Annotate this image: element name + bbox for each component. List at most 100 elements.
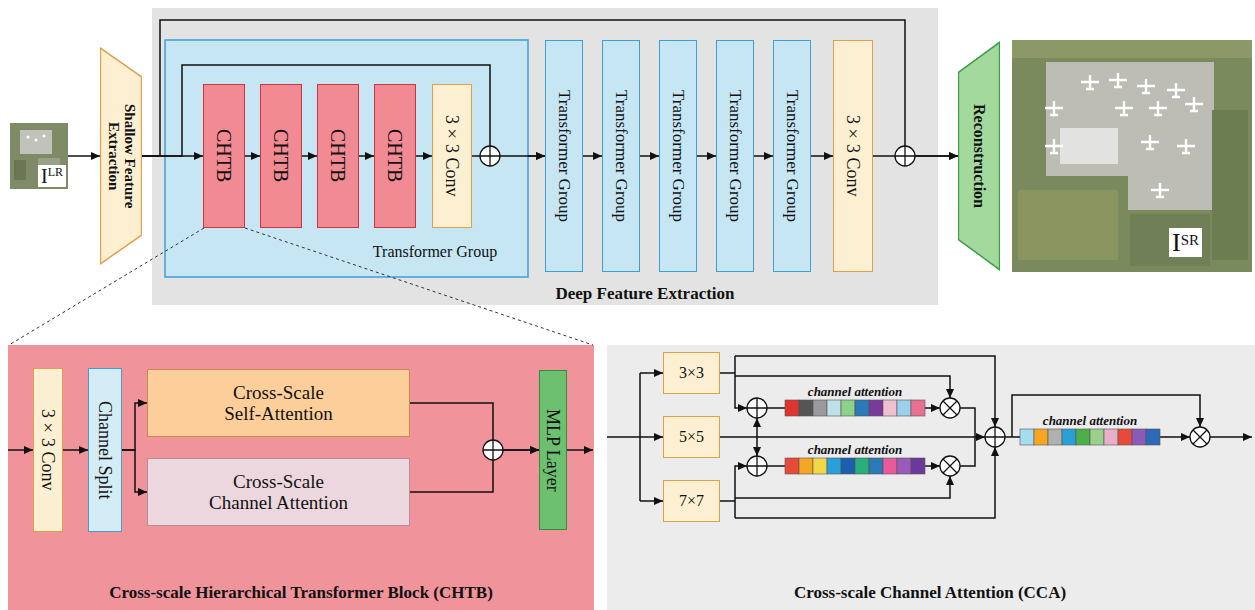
attention-bar-part [883, 400, 897, 416]
wires-part [735, 356, 747, 408]
node-label: CHTB [213, 129, 235, 182]
super-resolution-image-part [1081, 75, 1099, 90]
sum-symbol-part [985, 427, 1005, 447]
chtb-block: CHTB [260, 84, 302, 228]
kernel-block: 5×5 [663, 416, 720, 458]
connector-arrow [63, 449, 88, 451]
attention-bar-part [897, 400, 911, 416]
connector-arrow [583, 155, 602, 157]
super-resolution-image-part [1151, 183, 1169, 198]
low-resolution-image [10, 123, 68, 189]
product-symbol-part [943, 401, 957, 415]
sum-symbol-part [747, 398, 767, 418]
connector-arrow [697, 155, 716, 157]
product-symbol-part [940, 398, 960, 418]
attention-bar-part [799, 458, 813, 474]
super-resolution-image-part [1012, 40, 1252, 58]
wires-part [720, 436, 985, 438]
low-resolution-image-part [10, 123, 68, 189]
channel-attention-block: Cross-Scale Channel Attention [147, 458, 410, 526]
cca-panel-ground [607, 345, 1255, 610]
conv-block: 3×3 Conv [833, 40, 873, 272]
connector-arrow [416, 155, 432, 157]
wires-part [8, 449, 33, 451]
wires-part [925, 465, 940, 467]
connector-arrow [410, 450, 539, 492]
attention-bar-part [827, 400, 841, 416]
chtb-panel-ground [8, 345, 594, 610]
super-resolution-image-part [1046, 62, 1214, 210]
wires-part [767, 407, 785, 409]
conv-block: 3×3 Conv [33, 368, 63, 532]
superscript-label: LR [48, 165, 63, 179]
reconstruction-block: Reconstruction [958, 40, 1000, 272]
attention-bar-part [1146, 429, 1160, 445]
connector-arrow [122, 403, 147, 450]
attention-bar-part [1104, 429, 1118, 445]
chtb-block: CHTB [203, 84, 245, 228]
attention-bar-part [827, 458, 841, 474]
channel-attention-label: channel attention [808, 384, 902, 399]
chtb-block: CHTB [374, 84, 416, 228]
super-resolution-image-part [1012, 40, 1252, 272]
wires-part [720, 372, 735, 374]
connector-arrow [68, 155, 100, 157]
image-label-patch: ILR [38, 165, 66, 187]
node-label: Reconstruction [970, 104, 988, 208]
kernel-block: 7×7 [663, 480, 720, 522]
wires-part [567, 449, 593, 451]
transformer-group-block: Transformer Group [716, 40, 754, 272]
attention-bar-part [911, 458, 925, 474]
deep-feature-panel: Deep Feature ExtractionTransformer Group… [152, 8, 938, 305]
wires-part [1160, 436, 1190, 438]
panel-grounds [8, 8, 1255, 610]
attention-bar-part [1034, 429, 1048, 445]
zoom-lines [9, 228, 593, 345]
wires-part [735, 376, 950, 398]
node-label: Transformer Group [725, 90, 744, 222]
node-label: CHTB [270, 129, 292, 182]
label-anchor: channel attention [1043, 411, 1137, 429]
attention-bar-part [1048, 429, 1062, 445]
kernel-block: 3×3 [663, 352, 720, 394]
product-symbol-part [943, 459, 957, 473]
node-label: Cross-scale Channel Attention (CCA) [794, 583, 1066, 602]
transformer-group-block: Transformer Group [602, 40, 640, 272]
wires-part [767, 465, 785, 467]
low-resolution-image-part [43, 135, 46, 138]
super-resolution-image-part [1167, 83, 1185, 98]
channel-attention-label: channel attention [1043, 413, 1137, 428]
attention-bar-part [841, 458, 855, 474]
super-resolution-image-part [1212, 110, 1248, 260]
attention-bar-part [1132, 429, 1146, 445]
cca-panel: Cross-scale Channel Attention (CCA) 3×3 5×… [607, 345, 1255, 610]
connector-arrow [640, 155, 659, 157]
attention-bar-part [799, 400, 813, 416]
label-anchor: Transformer Group [373, 243, 497, 261]
attention-bar-part [1062, 429, 1076, 445]
node-label: Cross-Scale Self-Attention [219, 382, 339, 425]
attention-bar-part [883, 458, 897, 474]
attention-bar-part [841, 400, 855, 416]
node-label: Transformer Group [668, 90, 687, 222]
transformer-group-panel: Transformer GroupCHTBCHTBCHTBCHTB3×3 Con… [165, 40, 528, 277]
trapezoid-shape [958, 42, 999, 269]
zoom-lines-part [245, 228, 593, 345]
low-resolution-image-part [20, 130, 52, 154]
attention-bar-part [855, 400, 869, 416]
sum-symbol-part [895, 146, 915, 166]
wires-part [640, 372, 663, 374]
node-label: 5×5 [679, 428, 704, 446]
attention-bar-part [855, 458, 869, 474]
attention-bar-part [911, 400, 925, 416]
super-resolution-image-part [1060, 128, 1118, 164]
wires-part [960, 408, 975, 437]
attention-bar-part [869, 400, 883, 416]
sum-symbol-part [747, 398, 767, 418]
wires-part [607, 436, 663, 438]
node-label: Channel Split [95, 401, 115, 500]
attention-bar [785, 458, 925, 474]
low-resolution-image-part [27, 136, 30, 139]
super-resolution-image-part [1115, 101, 1133, 116]
super-resolution-image-part [1149, 101, 1167, 116]
